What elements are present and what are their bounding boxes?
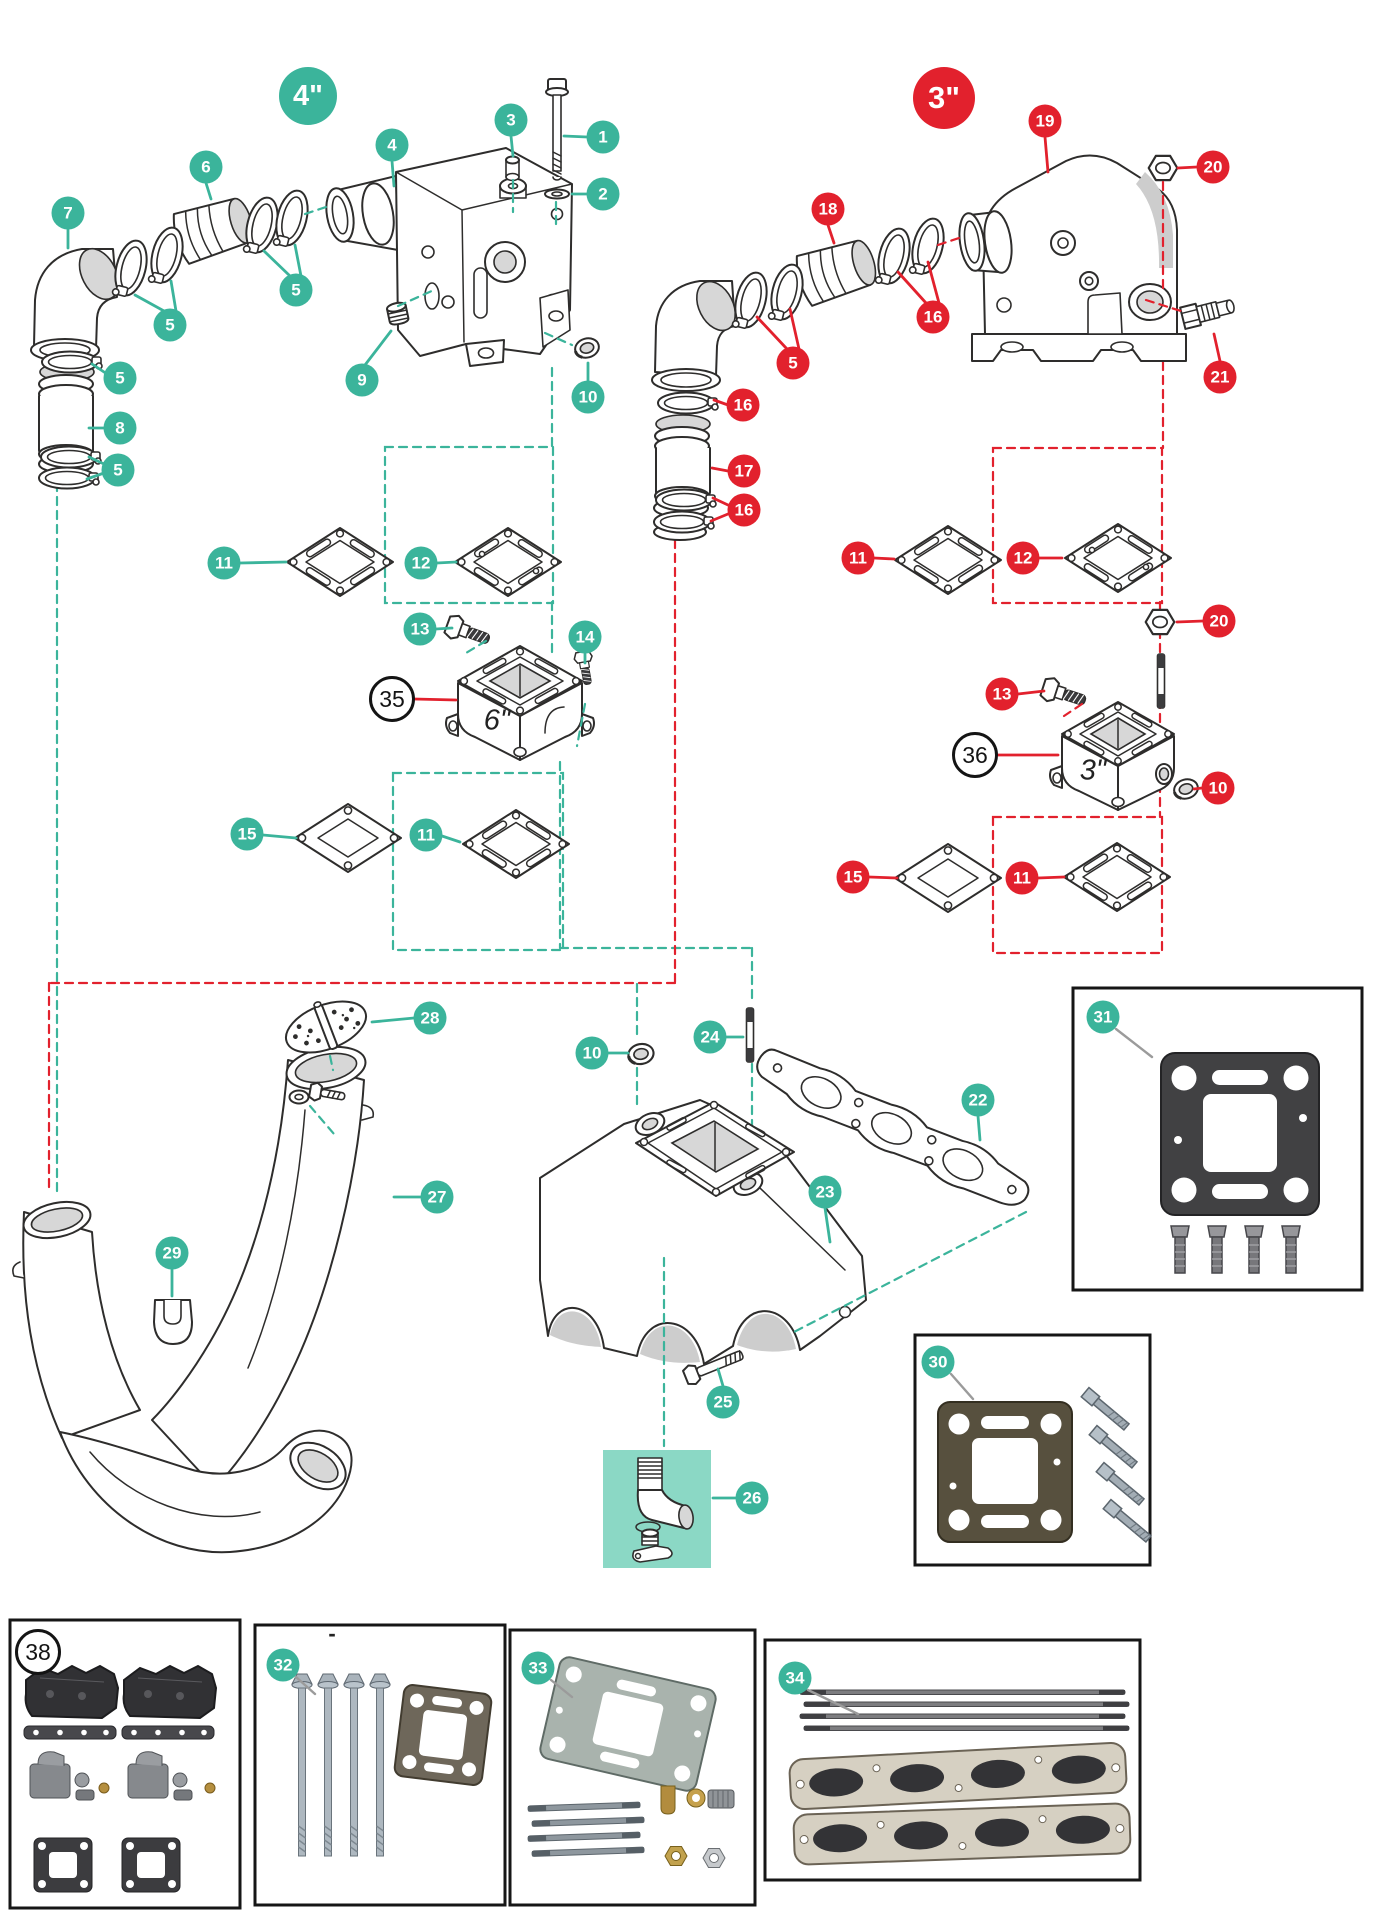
callout-11[interactable]: 11 [841,541,875,575]
part-hose-3in-stack [653,391,719,541]
photo-box-34 [763,1638,1142,1882]
callout-24[interactable]: 24 [693,1020,727,1054]
callout-8[interactable]: 8 [103,411,137,445]
callout-23[interactable]: 23 [808,1175,842,1209]
callout-6[interactable]: 6 [189,150,223,184]
callout-5[interactable]: 5 [153,308,187,342]
callout-5[interactable]: 5 [103,361,137,395]
callout-3[interactable]: 3 [494,103,528,137]
callout-29[interactable]: 29 [155,1236,189,1270]
section-badge-4in: 4" [279,67,337,125]
part-3in-end-housing [958,154,1187,362]
callout-15[interactable]: 15 [836,860,870,894]
callout-16[interactable]: 16 [916,300,950,334]
callout-5[interactable]: 5 [776,346,810,380]
part-long-bolt [545,78,569,181]
callout-33[interactable]: 33 [521,1651,555,1685]
part-size-label: 3" [1079,754,1107,787]
part-elbow-3in [651,280,737,392]
part-size-label: - [328,1621,336,1646]
callout-15[interactable]: 15 [230,817,264,851]
callout-13[interactable]: 13 [985,677,1019,711]
callout-25[interactable]: 25 [706,1385,740,1419]
callout-14[interactable]: 14 [568,620,602,654]
dashed-connectors-front [303,178,1186,1448]
callout-20[interactable]: 20 [1202,604,1236,638]
callout-10[interactable]: 10 [575,1036,609,1070]
part-flapper [285,1000,367,1054]
callout-12[interactable]: 12 [1006,541,1040,575]
callout-35[interactable]: 35 [369,676,415,722]
callout-28[interactable]: 28 [413,1001,447,1035]
callout-32[interactable]: 32 [266,1648,300,1682]
callout-21[interactable]: 21 [1203,360,1237,394]
part-fitting-21 [1179,299,1235,330]
part-hose-4in-stack [38,350,103,490]
callout-11[interactable]: 11 [1005,861,1039,895]
part-hose-connector-3in [795,239,877,307]
callout-10[interactable]: 10 [1201,771,1235,805]
part-washer [544,188,570,200]
dashed-connectors-behind [47,290,1165,1194]
callout-12[interactable]: 12 [404,546,438,580]
callout-4[interactable]: 4 [375,128,409,162]
part-riser-3in [1049,701,1175,811]
callout-9[interactable]: 9 [345,363,379,397]
callout-16[interactable]: 16 [726,388,760,422]
part-washer-bolt-small [288,1081,346,1105]
part-manifold-23 [539,1099,867,1365]
callout-5[interactable]: 5 [279,273,313,307]
callout-5[interactable]: 5 [101,453,135,487]
kit-highlight-box-26 [603,1450,711,1568]
callout-31[interactable]: 31 [1086,1000,1120,1034]
leader-lines [66,134,1222,1716]
photo-box-30 [913,1333,1154,1567]
callout-2[interactable]: 2 [586,177,620,211]
callout-10[interactable]: 10 [571,380,605,414]
part-spacer [505,155,520,182]
callout-17[interactable]: 17 [727,454,761,488]
callout-20[interactable]: 20 [1196,150,1230,184]
callout-19[interactable]: 19 [1028,104,1062,138]
part-size-label: 6" [483,704,511,737]
callout-11[interactable]: 11 [207,546,241,580]
callout-27[interactable]: 27 [420,1180,454,1214]
part-end-gasket-22 [756,1048,1030,1206]
part-bracket-29 [153,1299,193,1345]
section-badge-3in: 3" [913,67,975,129]
photo-box-31 [1071,986,1364,1292]
callout-34[interactable]: 34 [778,1661,812,1695]
part-y-pipe [12,1045,375,1554]
callout-16[interactable]: 16 [727,493,761,527]
callout-30[interactable]: 30 [921,1345,955,1379]
callout-18[interactable]: 18 [811,192,845,226]
callout-38[interactable]: 38 [15,1629,61,1675]
callout-26[interactable]: 26 [735,1481,769,1515]
callout-7[interactable]: 7 [51,196,85,230]
callout-36[interactable]: 36 [952,732,998,778]
callout-13[interactable]: 13 [403,612,437,646]
callout-1[interactable]: 1 [586,120,620,154]
callout-11[interactable]: 11 [409,818,443,852]
callout-22[interactable]: 22 [961,1083,995,1117]
part-riser-6in [445,645,595,761]
